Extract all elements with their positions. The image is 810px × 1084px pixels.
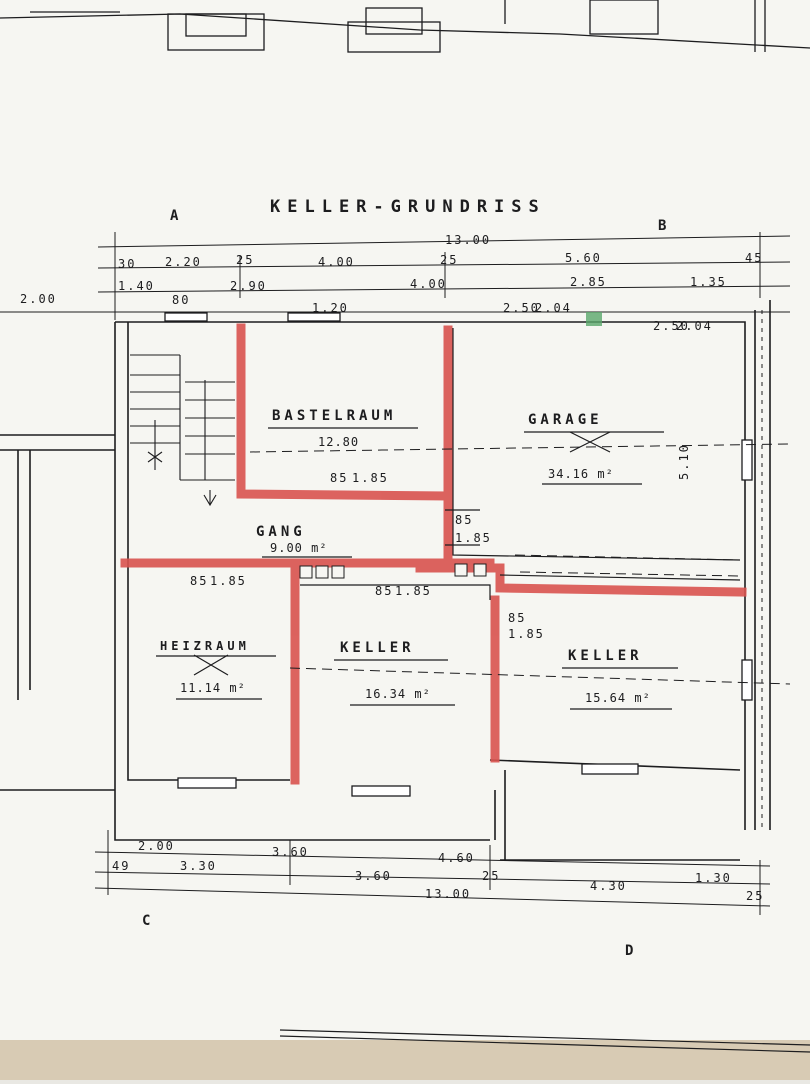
dim-top3-4: 1.35 [690, 275, 727, 289]
sheet-edge-lines [279, 1029, 810, 1053]
windows [164, 312, 753, 797]
room-heizraum: HEIZRAUM 11.14 m² [156, 639, 276, 700]
dim-door-5: 1.85 [210, 574, 247, 588]
plan-title: KELLER-GRUNDRISS [270, 197, 546, 217]
dim-window-0: 80 [172, 293, 190, 307]
dim-bottom2-1: 3.30 [180, 859, 217, 873]
floor-drains [193, 431, 611, 676]
room-area-garage: 34.16 m² [548, 467, 614, 481]
dim-top2-1: 2.20 [165, 255, 202, 269]
table-edge [0, 1040, 810, 1080]
dim-top3-3: 2.85 [570, 275, 607, 289]
dim-top2-2: 25 [236, 253, 254, 267]
dim-bottom2-0: 49 [112, 859, 130, 873]
dim-bottom2-4: 1.30 [695, 871, 732, 885]
room-area-heizraum: 11.14 m² [180, 681, 246, 695]
dim-garage-depth: 5.10 [677, 443, 691, 480]
dim-window-2: 2.50 [503, 301, 540, 315]
dim-window-5: 2.04 [676, 319, 713, 333]
room-label-gang: GANG [256, 524, 306, 540]
room-area-keller-middle: 16.34 m² [365, 687, 431, 701]
room-label-keller-right: KELLER [568, 648, 643, 664]
dim-top2-0: 30 [118, 257, 136, 271]
room-garage: GARAGE 34.16 m² [524, 412, 664, 485]
dim-bottom1-0: 2.00 [138, 839, 175, 853]
section-mark-b: B [658, 218, 670, 234]
door-frames [299, 563, 487, 579]
room-label-garage: GARAGE [528, 412, 603, 428]
dim-window-3: 2.04 [535, 301, 572, 315]
dim-door-8: 85 [508, 611, 526, 625]
dim-door-9: 1.85 [508, 627, 545, 641]
dim-top2-5: 5.60 [565, 251, 602, 265]
section-lines [249, 443, 791, 685]
room-keller-right: KELLER 15.64 m² [562, 648, 678, 710]
room-label-keller-middle: KELLER [340, 640, 415, 656]
dim-door-3: 1.85 [455, 531, 492, 545]
section-mark-d: D [625, 943, 637, 959]
dim-bottom1-1: 3.60 [272, 845, 309, 859]
dim-bottom2-2: 3.60 [355, 869, 392, 883]
dim-window-1: 1.20 [312, 301, 349, 315]
dim-bottom-total: 13.00 [425, 887, 471, 901]
dim-top3-1: 2.90 [230, 279, 267, 293]
room-label-heizraum: HEIZRAUM [160, 639, 250, 653]
dim-door-1: 1.85 [352, 471, 389, 485]
staircase [130, 354, 235, 507]
room-label-bastelraum: BASTELRAUM [272, 408, 396, 424]
dim-top2-4: 25 [440, 253, 458, 267]
dim-door-6: 85 [375, 584, 393, 598]
dim-window-4: 2.50 [653, 319, 690, 333]
dim-bottom2-3: 4.30 [590, 879, 627, 893]
room-area-bastelraum: 12.80 [318, 435, 359, 449]
dim-top2-6: 45 [745, 251, 763, 265]
dim-door-2: 85 [455, 513, 473, 527]
dim-door-4: 85 [190, 574, 208, 588]
dim-top3-0: 1.40 [118, 279, 155, 293]
dim-top2-3: 4.00 [318, 255, 355, 269]
room-gang: GANG 9.00 m² [256, 524, 352, 558]
room-area-keller-right: 15.64 m² [585, 691, 651, 705]
garage-vent [586, 312, 602, 326]
top-dimension-lines [0, 232, 791, 320]
room-area-gang: 9.00 m² [270, 541, 328, 555]
dim-top-total: 13.00 [445, 233, 491, 247]
dim-bottom-small-0: 25 [482, 869, 500, 883]
dim-bottom-small-1: 25 [746, 889, 764, 903]
elevation-remnant [0, 0, 810, 53]
dim-door-0: 85 [330, 471, 348, 485]
dim-door-7: 1.85 [395, 584, 432, 598]
dim-top3-2: 4.00 [410, 277, 447, 291]
section-mark-c: C [142, 913, 154, 929]
section-mark-a: A [170, 208, 182, 224]
dim-bottom1-2: 4.60 [438, 851, 475, 865]
bottom-dimension-lines [94, 830, 771, 915]
room-bastelraum: BASTELRAUM 12.80 [268, 408, 418, 449]
paper [0, 0, 810, 1050]
room-keller-middle: KELLER 16.34 m² [334, 640, 455, 706]
dim-left-level: 2.00 [20, 292, 57, 306]
